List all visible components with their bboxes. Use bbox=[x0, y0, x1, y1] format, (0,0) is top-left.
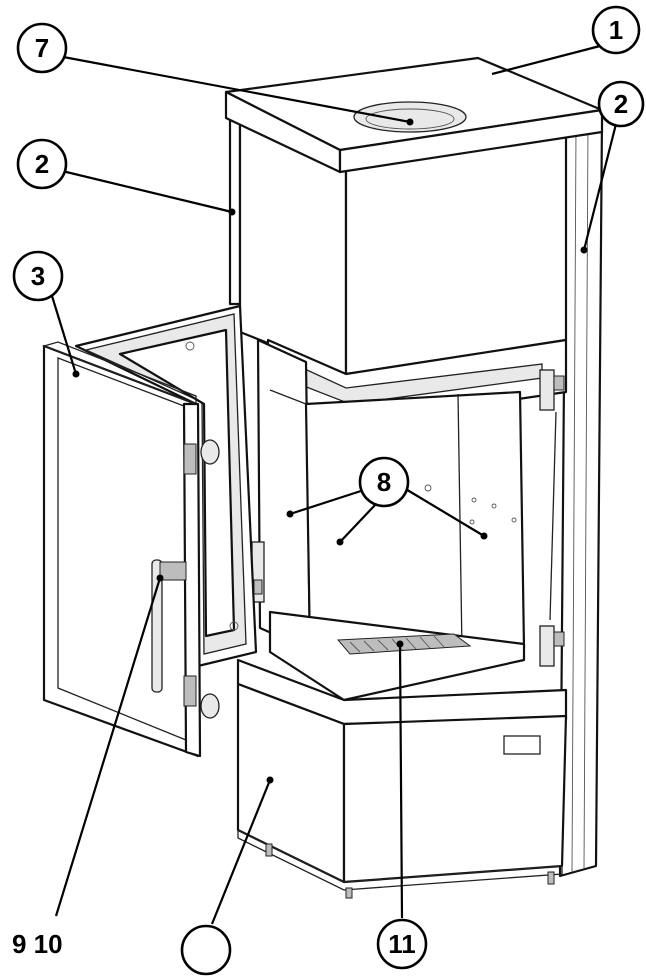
hearth-ledge bbox=[268, 610, 526, 702]
callout-3: 3 bbox=[12, 250, 64, 302]
svg-text:8: 8 bbox=[377, 467, 391, 497]
top-plate-front-edge bbox=[338, 108, 604, 174]
callout-blank bbox=[180, 924, 232, 976]
vent-slot bbox=[503, 735, 541, 755]
stove-body bbox=[224, 56, 604, 899]
callout-11: 11 bbox=[376, 918, 428, 970]
door-outer-face bbox=[42, 344, 200, 758]
callout-2-right: 2 bbox=[597, 80, 645, 128]
svg-text:7: 7 bbox=[35, 33, 49, 63]
callout-9-10: 9 10 bbox=[12, 929, 63, 959]
svg-text:9 10: 9 10 bbox=[12, 929, 63, 959]
firebox-back-wall bbox=[304, 390, 526, 652]
svg-text:2: 2 bbox=[614, 89, 628, 119]
callout-8: 8 bbox=[358, 456, 410, 508]
door-glass bbox=[118, 328, 236, 638]
right-jamb-hinges bbox=[539, 369, 565, 667]
callout-1: 1 bbox=[591, 5, 641, 55]
upper-box-front-face bbox=[344, 134, 568, 376]
svg-text:2: 2 bbox=[35, 149, 49, 179]
leader-lines bbox=[50, 44, 618, 925]
open-door bbox=[41, 304, 258, 758]
callouts: 1 2 2 7 3 8 9 10 11 bbox=[12, 5, 645, 976]
lower-box-front-face bbox=[342, 714, 568, 884]
svg-text:11: 11 bbox=[388, 929, 416, 959]
callout-7: 7 bbox=[16, 22, 68, 74]
flue-opening bbox=[353, 101, 467, 133]
firebox-left-wall bbox=[256, 338, 312, 652]
svg-text:3: 3 bbox=[31, 261, 45, 291]
callout-2-left: 2 bbox=[16, 138, 68, 190]
svg-text:1: 1 bbox=[609, 15, 623, 45]
